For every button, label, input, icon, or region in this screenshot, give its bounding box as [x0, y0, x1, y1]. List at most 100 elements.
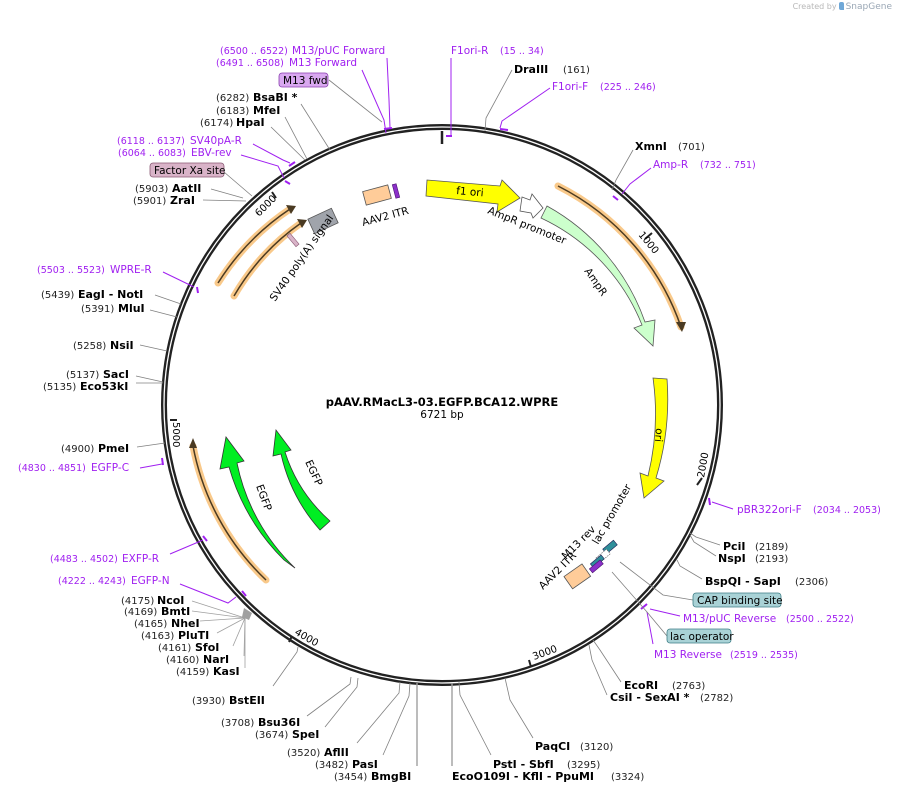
primer-range: (732 .. 751) — [700, 160, 756, 171]
enzyme-nspi[interactable]: NspI (2193) — [689, 534, 788, 565]
feature-lac-promoter[interactable]: lac promoter — [590, 482, 635, 564]
primer-sv40pa-r[interactable]: (6118 .. 6137) SV40pA-R — [117, 135, 296, 167]
enzyme-bsteii[interactable]: (3930) BstEII — [192, 646, 299, 707]
enzyme-zrai[interactable]: (5901) ZraI — [133, 194, 247, 207]
primer-range: (225 .. 246) — [600, 82, 656, 93]
enzyme-name: NsiI — [110, 339, 134, 352]
primer-range: (2500 .. 2522) — [786, 614, 854, 625]
enzyme-pcii[interactable]: PciI (2189) — [689, 532, 788, 553]
primer-m13-reverse[interactable]: M13 Reverse (2519 .. 2535) — [646, 611, 798, 661]
enzyme-name: BsaBI * — [253, 91, 298, 104]
primer-name: M13 Reverse — [654, 649, 722, 661]
tick-marks: 1000 2000 3000 4000 5000 6000 — [170, 191, 711, 668]
enzyme-nsii[interactable]: (5258) NsiI — [73, 339, 168, 352]
enzyme-name: EagI - NotI — [78, 288, 143, 301]
enzyme-eagi-noti[interactable]: (5439) EagI - NotI — [41, 288, 182, 305]
enzyme-sfoi[interactable]: (4161) SfoI — [158, 617, 246, 654]
enzyme-ecoo109i-kfli-ppumi[interactable]: EcoO109I - KflI - PpuMI (3324) — [451, 683, 644, 783]
enzyme-position: (5137) — [66, 370, 99, 381]
enzyme-name: PluTI — [178, 629, 209, 642]
enzyme-name: PaqCI — [535, 740, 570, 753]
label-cap-binding-site[interactable]: CAP binding site — [619, 561, 783, 608]
enzyme-pluti[interactable]: (4163) PluTI — [141, 617, 246, 642]
enzyme-bsabi[interactable]: (6282) BsaBI * — [216, 91, 331, 151]
enzyme-kasi[interactable]: (4159) KasI — [176, 618, 246, 678]
enzyme-position: (3482) — [315, 760, 348, 771]
primer-exfp-r[interactable]: (4483 .. 4502) EXFP-R — [50, 535, 208, 565]
primer-m13-forward[interactable]: (6491 .. 6508) M13 Forward — [216, 57, 387, 134]
primer-egfp-c[interactable]: (4830 .. 4851) EGFP-C — [18, 457, 164, 474]
primer-ebv-rev[interactable]: (6064 .. 6083) EBV-rev — [118, 147, 291, 185]
primer-name: M13/pUC Forward — [292, 45, 385, 57]
enzyme-name: DraIII — [514, 63, 548, 76]
enzyme-psti-sbfi[interactable]: PstI - SbfI (3295) — [458, 681, 600, 771]
primer-range: (4483 .. 4502) — [50, 554, 118, 565]
enzyme-name: PstI - SbfI — [493, 758, 554, 771]
enzyme-cluster-4160: (4175) NcoI (4169) BmtI (4165) NheI (416… — [121, 594, 252, 678]
feature-f1-ori[interactable]: f1 ori — [425, 179, 521, 213]
enzyme-name: BspQI - SapI — [705, 575, 781, 588]
enzyme-ncoi[interactable]: (4175) NcoI — [121, 594, 246, 619]
enzyme-position: (4165) — [134, 619, 167, 630]
enzyme-spei[interactable]: (3674) SpeI — [255, 677, 359, 741]
enzyme-name: EcoRI — [624, 679, 658, 692]
enzyme-paqci[interactable]: PaqCI (3120) — [504, 677, 613, 753]
enzyme-position: (4900) — [61, 444, 94, 455]
enzyme-name: Bsu36I — [258, 716, 300, 729]
enzyme-bsu36i[interactable]: (3708) Bsu36I — [221, 676, 352, 729]
primer-f1ori-r[interactable]: F1ori-R (15 .. 34) — [446, 45, 544, 137]
plasmid-length: 6721 bp — [420, 409, 464, 421]
enzyme-name: MluI — [118, 302, 145, 315]
enzyme-aflii[interactable]: (3520) AflII — [287, 681, 401, 759]
primer-range: (2034 .. 2053) — [813, 505, 881, 516]
feature-ampr[interactable]: AmpR — [540, 205, 656, 347]
label-lac-operator[interactable]: lac operator — [611, 571, 734, 644]
enzyme-bmti[interactable]: (4169) BmtI — [124, 605, 246, 619]
enzyme-mfei[interactable]: (6183) MfeI — [216, 104, 308, 160]
feature-aav2-itr-right[interactable]: AAV2 ITR — [537, 550, 592, 592]
feature-factor-xa-marker — [286, 232, 300, 248]
enzyme-name: PasI — [352, 758, 378, 771]
enzyme-csii-sexai[interactable]: CsiI - SexAI * (2782) — [588, 644, 733, 704]
feature-egfp-2[interactable]: EGFP — [272, 428, 331, 531]
primer-amp-r[interactable]: Amp-R (732 .. 751) — [612, 159, 756, 201]
enzyme-name: NcoI — [157, 594, 184, 607]
enzyme-bspqi-sapi[interactable]: BspQI - SapI (2306) — [676, 559, 828, 588]
features: f1 ori AmpR promoter AmpR ori lac promot… — [219, 179, 669, 592]
enzyme-saci[interactable]: (5137) SacI — [66, 368, 164, 383]
enzyme-bmgbi[interactable]: (3454) BmgBI — [334, 683, 418, 783]
primer-m13-puc-reverse[interactable]: M13/pUC Reverse (2500 .. 2522) — [640, 603, 854, 625]
label-m13-fwd[interactable]: M13 fwd — [278, 72, 383, 123]
primer-pbr322ori-f[interactable]: pBR322ori-F (2034 .. 2053) — [708, 497, 881, 516]
primer-egfp-n[interactable]: (4222 .. 4243) EGFP-N — [58, 575, 247, 604]
boxed-label-text: CAP binding site — [697, 595, 783, 607]
feature-ori[interactable]: ori — [639, 377, 669, 499]
enzyme-position: (5135) — [43, 382, 76, 393]
primer-name: pBR322ori-F — [737, 504, 802, 516]
enzyme-nhei[interactable]: (4165) NheI — [134, 617, 246, 630]
feature-aav2-itr-top[interactable]: AAV2 ITR — [361, 183, 410, 229]
enzyme-pasi[interactable]: (3482) PasI — [315, 682, 411, 771]
plasmid-name: pAAV.RMacL3-03.EGFP.BCA12.WPRE — [326, 395, 559, 409]
enzyme-name: NarI — [203, 653, 229, 666]
enzyme-name: ZraI — [170, 194, 195, 207]
enzyme-ecori[interactable]: EcoRI (2763) — [592, 639, 705, 692]
enzyme-aatii[interactable]: (5903) AatII — [135, 182, 244, 199]
enzyme-pmei[interactable]: (4900) PmeI — [61, 442, 166, 455]
tick-5000: 5000 — [170, 419, 181, 447]
enzyme-position: (5258) — [73, 341, 106, 352]
backbone — [161, 124, 723, 686]
enzyme-position: (3708) — [221, 718, 254, 729]
enzyme-xmni[interactable]: XmnI (701) — [611, 140, 705, 191]
primer-f1ori-f[interactable]: F1ori-F (225 .. 246) — [499, 81, 656, 131]
enzyme-mlui[interactable]: (5391) MluI — [81, 302, 178, 318]
primer-wpre-r[interactable]: (5503 .. 5523) WPRE-R — [37, 264, 199, 294]
enzyme-draiii[interactable]: DraIII (161) — [484, 63, 590, 132]
feature-label: EGFP — [253, 483, 274, 513]
enzyme-hpai[interactable]: (6174) HpaI — [200, 116, 306, 161]
label-factor-xa-site[interactable]: Factor Xa site — [149, 162, 253, 197]
enzyme-eco53ki[interactable]: (5135) Eco53kI — [43, 380, 163, 393]
enzyme-name: AflII — [324, 746, 349, 759]
feature-label: f1 ori — [456, 185, 484, 199]
